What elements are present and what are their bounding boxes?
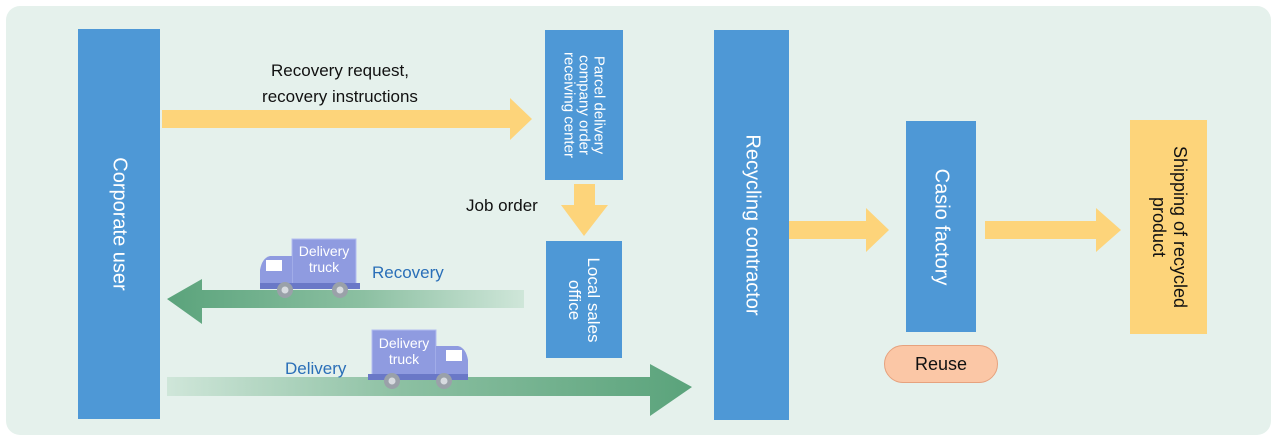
shipping-recycled-product-node: Shipping of recycled product xyxy=(1130,120,1207,334)
factory-to-shipping-arrow xyxy=(985,208,1121,252)
recycling-contractor-label: Recycling contractor xyxy=(741,134,763,316)
job-order-arrow xyxy=(561,184,608,236)
recovery-truck-icon xyxy=(260,238,360,298)
delivery-label: Delivery xyxy=(285,359,347,378)
recycling-contractor-node: Recycling contractor xyxy=(714,30,789,420)
order-receiving-center-node: Parcel delivery company order receiving … xyxy=(545,30,623,180)
local-sales-office-label: Local sales office xyxy=(565,256,603,343)
recovery-truck-label: Delivery truck xyxy=(298,243,350,275)
reuse-label: Reuse xyxy=(914,353,968,374)
casio-factory-node: Casio factory xyxy=(906,121,976,332)
shipping-recycled-product-label: Shipping of recycled product xyxy=(1148,145,1190,309)
order-receiving-center-label: Parcel delivery company order receiving … xyxy=(560,52,608,158)
delivery-truck-icon xyxy=(368,329,468,389)
recovery-request-arrow xyxy=(162,98,532,140)
recovery-arrow xyxy=(167,279,524,324)
corporate-user-label: Corporate user xyxy=(108,157,131,291)
contractor-to-factory-arrow xyxy=(789,208,889,252)
local-sales-office-node: Local sales office xyxy=(546,241,622,358)
job-order-label: Job order xyxy=(466,196,538,215)
recovery-request-label: Recovery request, recovery instructions xyxy=(262,61,418,106)
recovery-label: Recovery xyxy=(372,263,444,282)
corporate-user-node: Corporate user xyxy=(78,29,160,419)
reuse-badge: Reuse xyxy=(884,345,998,383)
delivery-arrow xyxy=(167,364,692,416)
delivery-truck-label: Delivery truck xyxy=(378,335,430,367)
casio-factory-label: Casio factory xyxy=(930,168,953,285)
diagram-background xyxy=(6,6,1271,435)
